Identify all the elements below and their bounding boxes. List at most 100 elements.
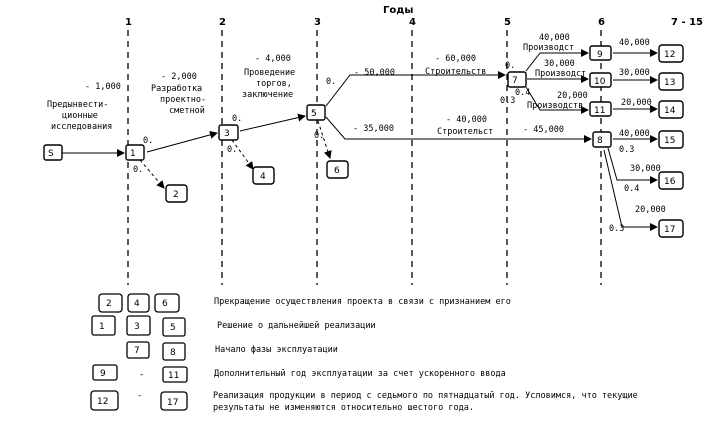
svg-text:20,000: 20,000 [557, 91, 588, 101]
svg-text:10: 10 [594, 77, 606, 87]
stage-2-line-2: проектно- [160, 95, 206, 105]
svg-text:3: 3 [224, 129, 230, 139]
svg-text:0.3: 0.3 [609, 224, 624, 234]
svg-text:4: 4 [134, 299, 140, 309]
node-17[interactable]: 17 [658, 219, 684, 238]
svg-text:12: 12 [97, 397, 108, 407]
node-7[interactable]: 7 [507, 71, 527, 88]
svg-text:11: 11 [594, 106, 605, 116]
svg-text:40,000: 40,000 [619, 129, 650, 139]
legend-decision: Решение о дальнейшей реализации [217, 321, 376, 331]
stage-2-value: - 2,000 [161, 72, 197, 82]
node-9[interactable]: 9 [589, 45, 612, 61]
node-8[interactable]: 8 [592, 131, 612, 148]
legend-extra-year: Дополнительный год эксплуатации за счет … [214, 369, 506, 379]
svg-text:2: 2 [106, 299, 112, 309]
svg-text:0.3: 0.3 [619, 145, 634, 155]
edge-labels: - 50,000 - 60,000 Строительств - 35,000 … [353, 33, 666, 215]
legend-operation: Начало фазы эксплуатации [215, 345, 338, 355]
legend-sales-line-2: результаты не изменяются относительно ше… [213, 403, 474, 413]
node-12[interactable]: 12 [658, 44, 684, 63]
svg-text:0.: 0. [133, 165, 143, 175]
year-dividers [127, 30, 602, 285]
svg-text:3: 3 [134, 322, 140, 332]
node-4[interactable]: 4 [252, 166, 275, 185]
svg-text:17: 17 [664, 225, 675, 235]
svg-text:8: 8 [597, 136, 603, 146]
svg-text:0.3: 0.3 [500, 96, 515, 106]
svg-text:9: 9 [597, 50, 603, 60]
svg-text:2: 2 [173, 190, 179, 200]
svg-text:20,000: 20,000 [621, 98, 652, 108]
svg-text:Производст: Производст [535, 69, 586, 79]
year-6: 6 [598, 17, 605, 28]
edge-8-build-value: - 40,000 [446, 115, 487, 125]
legend: 2 4 6 Прекращение осуществления проекта … [90, 293, 638, 413]
dashed-edges [139, 120, 332, 189]
svg-text:-: - [138, 391, 141, 401]
svg-text:17: 17 [167, 398, 178, 408]
svg-text:7: 7 [134, 346, 140, 356]
svg-text:0.: 0. [227, 145, 237, 155]
legend-sales-line-1: Реализация продукции в период с седьмого… [213, 391, 638, 401]
stage-2-line-1: Разработка [151, 83, 202, 94]
edge-7-build-label: Строительств [425, 67, 486, 77]
svg-text:11: 11 [168, 371, 179, 381]
years-header: Годы [383, 5, 413, 16]
svg-text:12: 12 [664, 50, 675, 60]
node-2[interactable]: 2 [165, 184, 188, 203]
node-11[interactable]: 11 [589, 101, 612, 117]
svg-text:0.4: 0.4 [624, 184, 639, 194]
edge-5-7-value: - 50,000 [354, 68, 395, 78]
stage-1-value: - 1,000 [85, 82, 121, 92]
svg-text:30,000: 30,000 [619, 68, 650, 78]
year-2: 2 [219, 17, 226, 28]
node-13[interactable]: 13 [658, 72, 684, 91]
svg-text:5: 5 [311, 109, 317, 119]
edge-8-build-label: Строительст [437, 127, 493, 137]
node-3[interactable]: 3 [218, 124, 239, 141]
edge-8-pre-value: - 45,000 [523, 125, 564, 135]
stage-2-line-3: сметной [169, 106, 205, 116]
solid-edges [61, 49, 658, 231]
stage-1-line-2: ционные [62, 111, 98, 121]
svg-text:Производст: Производст [523, 43, 574, 53]
svg-text:20,000: 20,000 [635, 205, 666, 215]
svg-text:7: 7 [512, 76, 518, 86]
svg-text:30,000: 30,000 [630, 164, 661, 174]
node-10[interactable]: 10 [589, 72, 612, 88]
nodes: S 1 2 3 4 5 6 7 8 9 10 11 12 13 14 15 16… [43, 44, 684, 238]
svg-text:6: 6 [162, 299, 168, 309]
node-16[interactable]: 16 [658, 171, 684, 190]
stage-3-value: - 4,000 [255, 54, 291, 64]
edge-5-8-value: - 35,000 [353, 124, 394, 134]
node-15[interactable]: 15 [658, 130, 684, 149]
stage-3-line-1: Проведение [244, 68, 295, 78]
svg-text:15: 15 [664, 136, 675, 146]
node-6[interactable]: 6 [326, 160, 349, 179]
legend-termination: Прекращение осуществления проекта в связ… [214, 297, 511, 307]
year-3: 3 [314, 17, 321, 28]
node-5[interactable]: 5 [306, 104, 326, 121]
probability-labels: 0. 0. 0. 0. 0. 0. 0. 0.4 0.3 0.3 0.4 0.3 [133, 61, 639, 234]
node-1[interactable]: 1 [125, 144, 145, 161]
svg-text:0.: 0. [505, 61, 515, 71]
stage-3-line-2: торгов, [256, 79, 292, 89]
svg-text:1: 1 [99, 322, 105, 332]
svg-text:40,000: 40,000 [619, 38, 650, 48]
year-5: 5 [504, 17, 511, 28]
svg-text:S: S [48, 149, 54, 159]
svg-text:30,000: 30,000 [544, 59, 575, 69]
svg-text:14: 14 [664, 106, 676, 116]
svg-text:6: 6 [334, 166, 340, 176]
year-7-15: 7 - 15 [671, 17, 703, 28]
svg-text:8: 8 [170, 348, 176, 358]
node-start[interactable]: S [43, 144, 63, 161]
svg-text:16: 16 [664, 177, 676, 187]
svg-text:Производств: Производств [527, 101, 583, 111]
svg-text:13: 13 [664, 78, 675, 88]
svg-text:0.: 0. [326, 77, 336, 87]
svg-text:9: 9 [100, 369, 106, 379]
node-14[interactable]: 14 [658, 100, 684, 119]
